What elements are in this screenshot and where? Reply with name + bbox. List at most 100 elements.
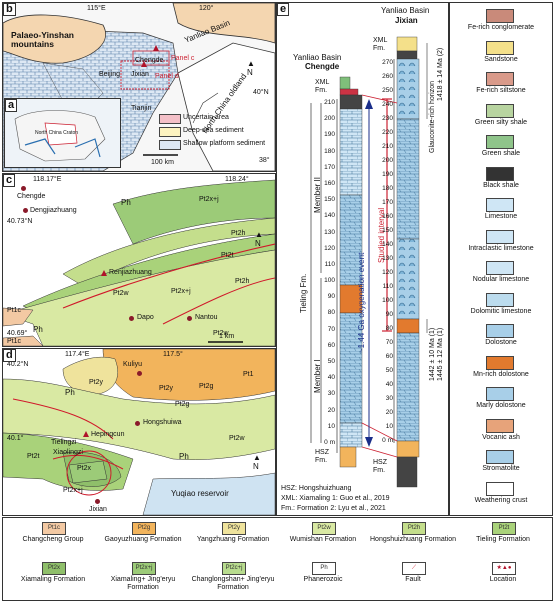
lithology-label: Green shale [481, 150, 521, 157]
depth-tick: 240 [382, 101, 393, 108]
city-tianjin: Tianjin [131, 105, 152, 112]
footnote-2: XML: Xiamaling 1: Guo et al., 2019 [281, 495, 390, 502]
unit-label: Yangzhuang Formation [196, 536, 270, 543]
panel-ref-c: Panel c [171, 55, 195, 62]
depth-tick: 210 [324, 99, 335, 106]
unit-swatch: Pt2w [312, 522, 336, 535]
col1-hsz: HSZ Fm. [315, 449, 329, 464]
lithology-swatch [486, 135, 514, 149]
lithology-label: Stromatolite [482, 465, 520, 472]
depth-tick: 40 [385, 381, 393, 388]
location-hongshuiwa [135, 421, 140, 426]
unit-label: Location [489, 576, 517, 583]
depth-tick: 20 [385, 409, 393, 416]
col2-sub: Jixian [395, 16, 418, 25]
panel-b-lat-bottom: 38° [259, 157, 270, 164]
panel-b-label: b [3, 3, 16, 16]
location-hepingcun [83, 431, 89, 437]
unit-d-pt2xj: Pt2x+j [63, 487, 83, 494]
depth-tick: 70 [327, 325, 335, 333]
col1-xml: XML Fm. [315, 79, 330, 94]
panel-d-map: d 117.4°E 117.5° 40.2°N 40.1° Kuliyu Hon… [2, 348, 276, 516]
place-hepingcun: Hepingcun [91, 431, 125, 438]
unit-swatch: Pt2t [492, 522, 516, 535]
unit-swatch: Pt2x [42, 562, 66, 575]
unit-d-pt2y-1: Pt2y [159, 385, 174, 392]
panel-e-columns: e [276, 2, 449, 516]
depth-tick: 200 [382, 157, 393, 164]
unit-c-ph-low: Ph [33, 325, 43, 334]
panel-b-lat-mid: 40°N [253, 89, 269, 96]
depth-tick: 150 [324, 196, 335, 204]
legend-shallow: Shallow platform sediment [183, 140, 266, 147]
lithology-swatch [486, 72, 514, 86]
unit-label: Phanerozoic [303, 576, 343, 583]
unit-swatch: ⟋ [402, 562, 426, 575]
depth-tick: 10 [327, 422, 335, 430]
depth-tick: 80 [327, 309, 335, 317]
panel-a-craton: North China Craton [35, 130, 79, 136]
panel-c-svg [3, 174, 275, 346]
north-arrow-b: ▲N [247, 59, 255, 77]
unit-swatch: Pt2g [132, 522, 156, 535]
depth-tick: 200 [324, 115, 335, 123]
location-dengjiazhuang [23, 208, 28, 213]
lithology-label: Dolostone [485, 339, 517, 346]
city-beijing: Beijing [99, 71, 121, 78]
depth-tick: 70 [385, 339, 393, 346]
depth-tick: 130 [382, 255, 393, 262]
lithology-swatch [486, 40, 514, 55]
place-kuliyu: Kuliyu [123, 361, 143, 368]
depth-tick: 80 [385, 325, 393, 332]
depth-tick: 140 [324, 212, 335, 220]
panel-c-map: c 118.17°E 118.24° 40.73°N 40.69° Chengd… [2, 173, 276, 347]
panel-a-svg [14, 110, 106, 162]
location-dapo [129, 316, 134, 321]
footnote-3: Fm.: Formation 2: Lyu et al., 2021 [281, 505, 386, 512]
scale-c: 1 km [219, 333, 235, 340]
unit-swatch: Pt2x+j [132, 562, 156, 575]
depth-tick: 190 [324, 131, 335, 139]
depth-tick: 60 [327, 341, 335, 349]
depth-tick: 220 [382, 129, 393, 136]
depth-tick: 140 [382, 241, 393, 248]
depth-tick: 210 [382, 143, 393, 150]
legend-deepsea: Deep-sea sediment [183, 127, 244, 134]
panel-e-svg [310, 36, 428, 488]
lithology-swatch [486, 166, 514, 181]
lithology-label: Fe-rich conglomerate [467, 24, 535, 31]
panel-d-lon-right: 117.5° [163, 351, 183, 358]
place-jixian: Jixian [89, 506, 107, 513]
unit-c-ph-top: Ph [121, 198, 131, 207]
unit-c-pt2w-2: Pt2w [213, 330, 229, 337]
panel-c-lon-right: 118.24° [225, 176, 249, 183]
unit-swatch: ★▲● [492, 562, 516, 575]
unit-swatch: Pt2c+j [222, 562, 246, 575]
unit-d-pt2g-2: Pt2g [175, 401, 190, 408]
panel-d-lat-bottom: 40.1° [7, 435, 24, 442]
col2-hsz: HSZ Fm. [373, 459, 387, 474]
age-1445: 1445 ± 12 Ma (1) [437, 327, 444, 381]
location-chengde [153, 45, 159, 51]
north-arrow-c: ▲N [255, 230, 263, 248]
location-jixian-d [95, 499, 100, 504]
depth-tick: 260 [382, 73, 393, 80]
unit-label: Xiamaling+ Jing'eryu Formation [110, 576, 176, 591]
unit-label: Tieling Formation [476, 536, 530, 543]
panel-a-label: a [5, 99, 18, 112]
unit-label: Wumishan Formation [289, 536, 357, 543]
depth-tick: 160 [382, 213, 393, 220]
lithology-label: Black shale [483, 181, 519, 189]
lithology-swatch [486, 9, 514, 23]
unit-label: Fault [405, 576, 421, 583]
place-dapo: Dapo [137, 314, 154, 321]
depth-tick: 270 [382, 59, 393, 66]
panel-e-label: e [277, 3, 290, 16]
depth-tick: 250 [382, 87, 393, 94]
panel-c-lat-bottom: 40.69° [7, 330, 28, 337]
depth-tick: 30 [327, 390, 335, 398]
col1-sub: Chengde [305, 62, 340, 71]
region-mountains: Palaeo-Yinshan mountains [11, 30, 74, 49]
oxygenation-event: ~1.44 Ga oxygenation event [357, 252, 366, 353]
